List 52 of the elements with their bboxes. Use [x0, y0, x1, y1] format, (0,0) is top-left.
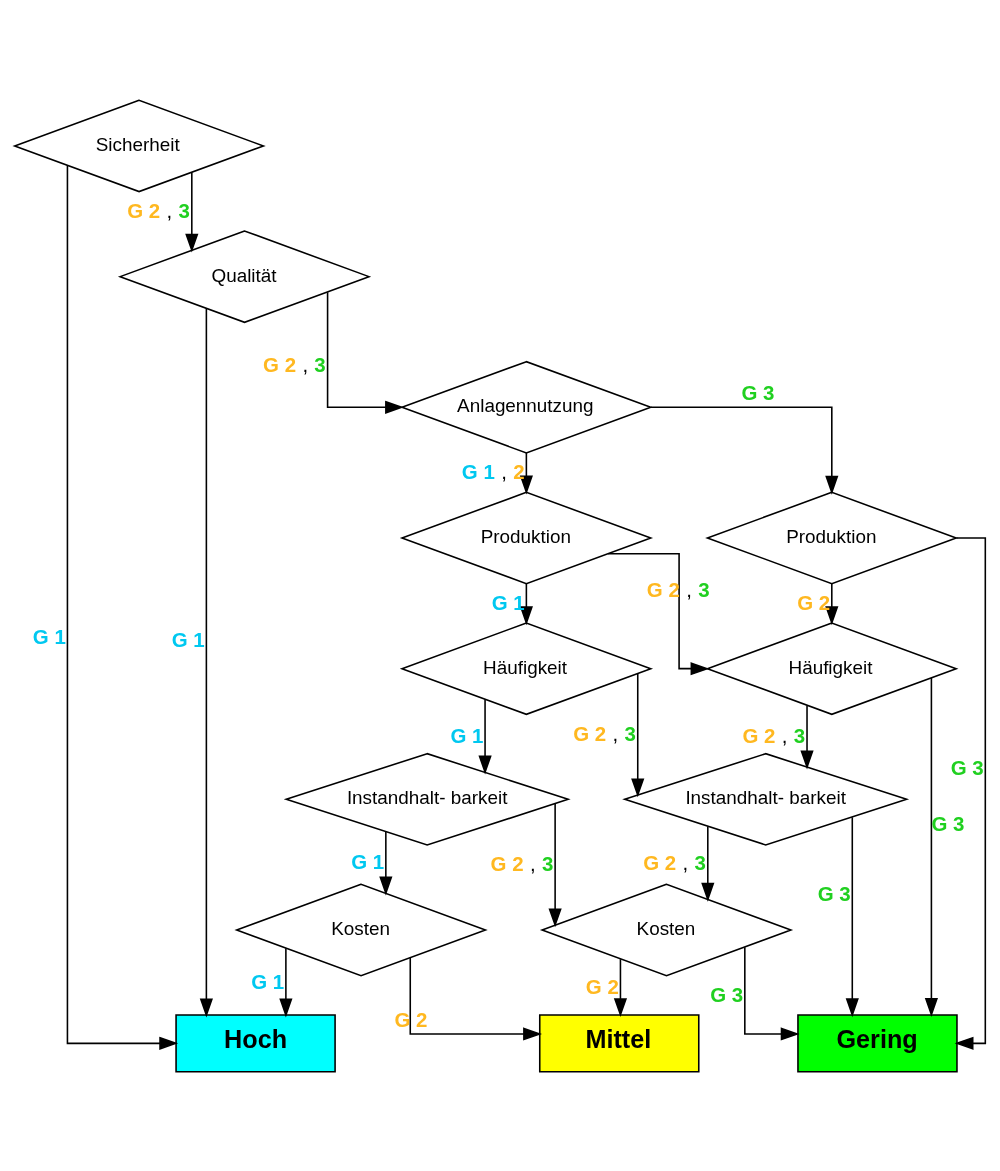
edge-label: G 2 , 3: [643, 850, 706, 874]
node-diamond: Häufigkeit: [399, 621, 654, 715]
edge-label: G 1: [171, 627, 205, 651]
node-diamond: Qualität: [117, 229, 372, 323]
arrow: [650, 406, 839, 495]
arrow: [701, 825, 715, 902]
arrow: [66, 164, 179, 1050]
edge-label: G 2: [585, 974, 619, 998]
edge-label: G 1: [32, 624, 66, 648]
edge-label: G 2 , 3: [573, 721, 636, 745]
edge-label: G 1: [450, 723, 484, 747]
arrow: [548, 802, 562, 927]
edge-label: G 2 , 3: [742, 723, 806, 747]
edge-label: G 3: [710, 982, 744, 1006]
node-diamond: Häufigkeit: [705, 621, 959, 715]
node-diamond: Anlagennutzung: [399, 360, 654, 454]
node-box: Mittel: [538, 1013, 700, 1072]
arrow: [279, 946, 293, 1017]
arrow: [199, 307, 213, 1017]
edge-label: G 2 , 3: [490, 851, 554, 875]
arrow: [409, 956, 542, 1041]
node-diamond: Produktion: [399, 491, 654, 584]
edge-label: G 3: [950, 755, 984, 779]
arrow: [519, 582, 533, 625]
arrow: [607, 552, 710, 675]
edge-label: G 1 , 2: [461, 459, 525, 483]
edge-label: G 3: [931, 811, 965, 835]
node-box: Gering: [797, 1013, 958, 1072]
edge-label: G 1: [491, 590, 525, 614]
arrow: [744, 945, 800, 1041]
node-diamond: Kosten: [234, 883, 488, 976]
edge-label: G 1: [351, 849, 385, 873]
arrow: [379, 830, 393, 895]
arrow: [185, 171, 199, 253]
arrow: [478, 698, 492, 774]
arrow: [954, 536, 987, 1050]
arrow: [825, 582, 839, 625]
edge-label: G 2: [797, 590, 831, 614]
arrow: [800, 704, 814, 769]
edge-label: G 2 , 3: [263, 352, 326, 376]
arrow: [631, 672, 645, 797]
edge-label: G 3: [817, 881, 851, 905]
edge-label: G 3: [741, 380, 775, 404]
edge-label: G 2 , 3: [127, 198, 190, 222]
node-diamond: Sicherheit: [12, 98, 266, 192]
arrow: [613, 957, 628, 1017]
node-diamond: Produktion: [705, 491, 959, 584]
node-box: Hoch: [175, 1013, 336, 1072]
edge-label: G 2: [394, 1007, 428, 1031]
arrow: [326, 290, 404, 414]
arrow: [924, 676, 938, 1017]
arrow: [845, 816, 859, 1017]
